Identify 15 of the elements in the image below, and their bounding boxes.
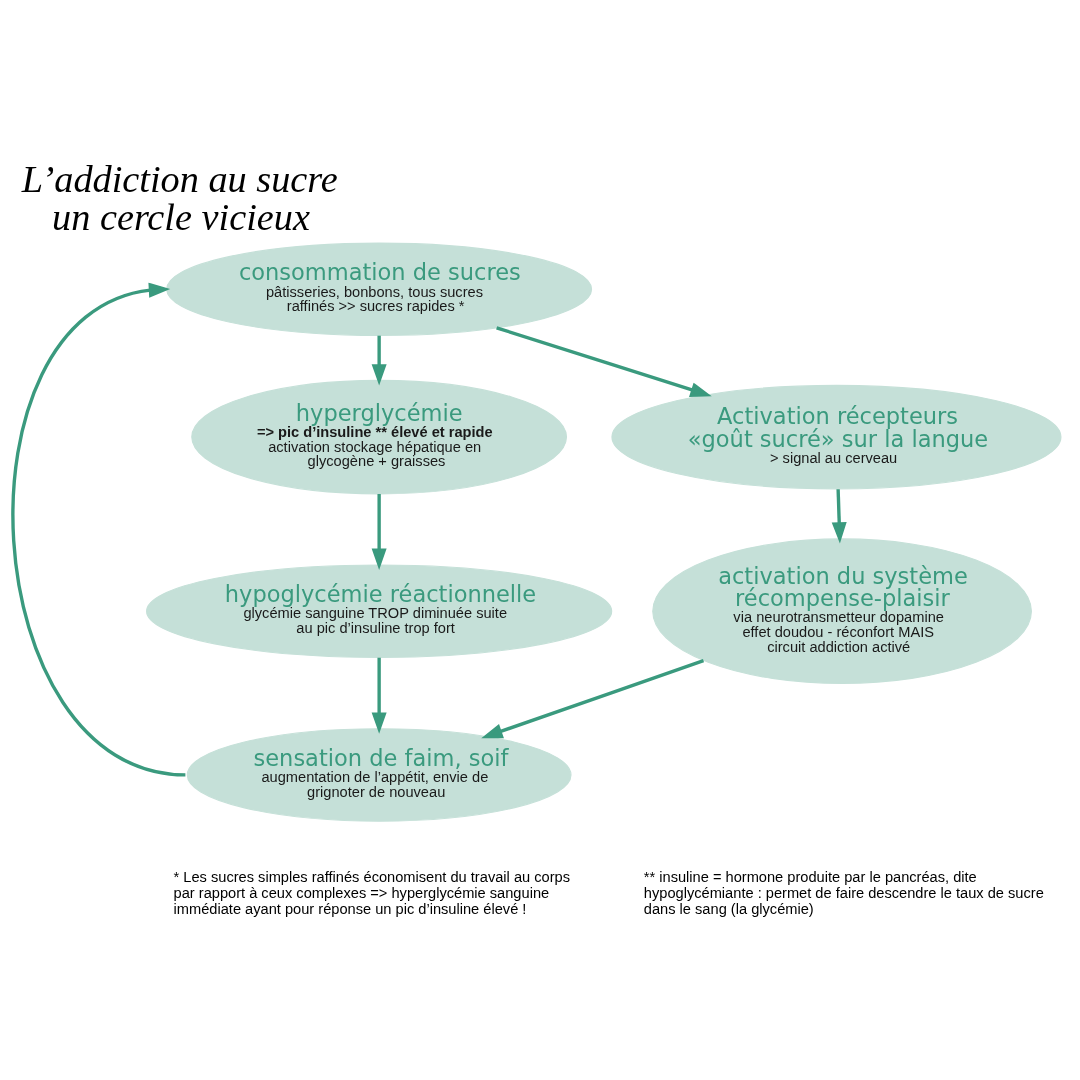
arrow [371, 335, 387, 386]
node-ellipse: hypoglycémie réactionnelle glycémie sanguine TROP diminuée suite au pic d’insuline trop fort [146, 564, 613, 658]
arrow [12, 282, 186, 777]
label: ** insuline = hormone produite par le pancréas, dite hypoglycémiante : permet de faire descendre le taux de sucre dans le sang (la glycémie) [643, 869, 1044, 917]
arrow [481, 659, 705, 739]
arrow [496, 326, 712, 397]
arrow [371, 657, 387, 734]
arrow [831, 489, 847, 544]
node-ellipse: consommation de sucres pâtisseries, bonbons, tous sucres raffinés >> sucres rapides * [166, 242, 593, 337]
node-ellipse: sensation de faim, soif augmentation de l’appétit, envie de grignoter de nouveau [186, 728, 572, 822]
node-ellipse: hyperglycémie => pic d’insuline ** élevé et rapide activation stockage hépatique en glycogène + graisses [191, 379, 568, 495]
label: * Les sucres simples raffinés économisent du travail au corps par rapport à ceux complexes => hyperglycémie sanguine immédiate ayant pour réponse un pic d’insuline élevé ! [173, 869, 570, 917]
diagram-title: L’addiction au sucre un cercle vicieux [21, 157, 338, 238]
node-ellipse: activation du système récompense-plaisir via neurotransmetteur dopamine effet doudou - réconfort MAIS circuit addiction activé [652, 538, 1032, 685]
arrow [371, 494, 387, 570]
